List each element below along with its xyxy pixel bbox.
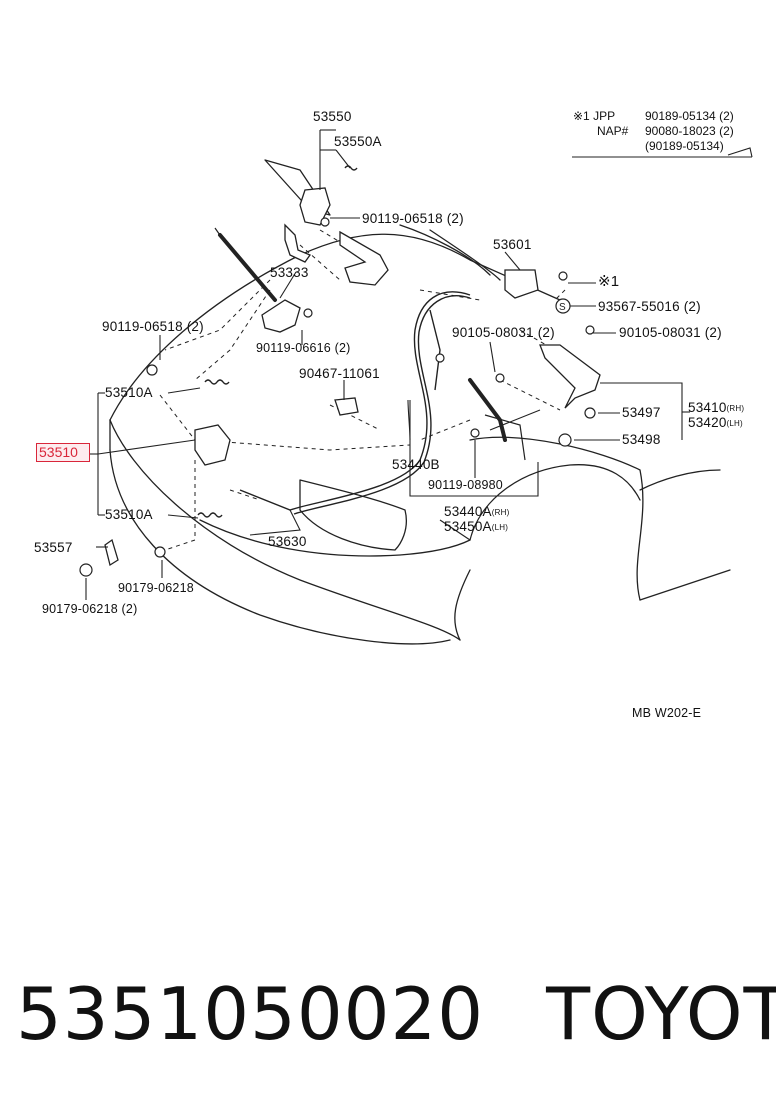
label-90119-06518-a: 90119-06518 (2) — [362, 211, 464, 226]
bolt-d — [435, 353, 445, 363]
hood-lock — [194, 424, 231, 466]
note-jpp-part: 90189-05134 (2) — [645, 109, 734, 123]
release-cable — [239, 291, 471, 511]
label-53510a-top: 53510A — [105, 385, 153, 400]
label-90105-08031-a: 90105-08031 (2) — [452, 325, 555, 340]
bolt-g — [470, 428, 480, 438]
spring-53550a — [344, 165, 358, 171]
spring-top — [204, 379, 230, 385]
label-53440a-side: (RH) — [491, 508, 510, 517]
bolt-a — [320, 217, 330, 227]
svg-text:S: S — [559, 302, 566, 313]
label-53410: 53410(RH) — [688, 400, 744, 416]
fender-tip — [639, 569, 731, 601]
hood-support-right — [468, 378, 507, 442]
label-53557: 53557 — [34, 540, 73, 555]
label-53450a-number: 53450A — [444, 519, 492, 534]
brand-name: TOYOTA — [546, 972, 776, 1056]
label-90179-06218-a: 90179-06218 — [118, 581, 194, 595]
latch-clip — [334, 397, 359, 416]
nut-90179-b — [79, 563, 93, 577]
label-53420-side: (LH) — [726, 419, 743, 428]
label-90179-06218-b: 90179-06218 (2) — [42, 602, 138, 616]
hood-hinge-upper — [299, 187, 331, 226]
label-53333: 53333 — [270, 265, 309, 280]
label-90119-06616: 90119-06616 (2) — [256, 341, 351, 355]
label-53420-number: 53420 — [688, 415, 727, 430]
washer-53498 — [558, 433, 572, 447]
hood-stay-bracket — [284, 223, 312, 263]
label-90119-06518-b: 90119-06518 (2) — [102, 319, 204, 334]
label-53450a: 53450A(LH) — [444, 519, 508, 535]
label-53440a: 53440A(RH) — [444, 504, 509, 520]
label-53550: 53550 — [313, 109, 352, 124]
bolt-c — [146, 364, 158, 376]
label-90119-08980: 90119-08980 — [428, 478, 503, 492]
label-53420: 53420(LH) — [688, 415, 743, 431]
bolt-h — [558, 271, 568, 281]
footer-caption: 5351050020 TOYOTA — [16, 972, 776, 1056]
hood-front-edge — [109, 419, 461, 641]
washer-53497 — [584, 407, 596, 419]
label-53601: 53601 — [493, 237, 532, 252]
spring-bottom — [197, 512, 223, 518]
hood-support-left — [218, 233, 277, 302]
label-53440a-number: 53440A — [444, 504, 492, 519]
label-53440b: 53440B — [392, 457, 440, 472]
label-90105-08031-b: 90105-08031 (2) — [619, 325, 722, 340]
part-number: 5351050020 — [16, 972, 485, 1056]
bolt-e — [495, 373, 505, 383]
grille-line — [199, 519, 471, 557]
bolt-f — [585, 325, 595, 335]
label-53550a: 53550A — [334, 134, 382, 149]
bumper-curve — [109, 449, 451, 645]
headlamp-edge — [299, 479, 407, 551]
label-93567-55016: 93567-55016 (2) — [598, 299, 701, 314]
note-jpp-label: ※1 JPP — [573, 109, 616, 123]
hood-hinge-left — [261, 299, 301, 333]
label-53450a-side: (LH) — [491, 523, 509, 532]
label-53410-number: 53410 — [688, 400, 727, 415]
cable-bracket — [504, 269, 539, 299]
hood-hinge-arm — [339, 230, 389, 286]
fender-line — [469, 436, 644, 601]
hinge-right-assembly — [539, 344, 601, 409]
diagram-code: MB W202-E — [632, 706, 702, 720]
label-90467-11061: 90467-11061 — [299, 366, 380, 381]
inner-fender — [429, 229, 501, 281]
label-53630: 53630 — [268, 534, 307, 549]
note-nap-alt: (90189-05134) — [645, 139, 724, 153]
wheel-arch — [469, 464, 641, 541]
label-53410-side: (RH) — [726, 404, 745, 413]
highlighted-part-53510[interactable]: 53510 — [36, 443, 90, 462]
note-nap-part: 90080-18023 (2) — [645, 124, 734, 138]
label-53510a-bottom: 53510A — [105, 507, 153, 522]
cowl-panel — [264, 159, 331, 216]
bolt-b — [303, 308, 313, 318]
cowl-edge — [399, 224, 491, 276]
nut-90179-a — [154, 546, 166, 558]
label-53497: 53497 — [622, 405, 661, 420]
support-rod-clip — [104, 538, 119, 567]
label-53498: 53498 — [622, 432, 661, 447]
label-mark-1: ※1 — [598, 273, 620, 290]
note-nap-label: NAP# — [597, 124, 629, 138]
